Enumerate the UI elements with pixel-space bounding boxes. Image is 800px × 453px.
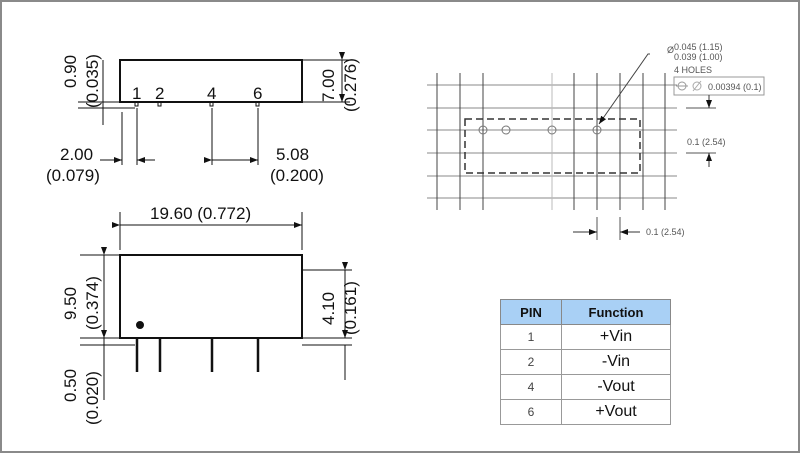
pcb-footprint-grid <box>427 53 765 240</box>
hole-diameter-min: 0.039 (1.00) <box>674 52 723 62</box>
pin-number: 4 <box>500 374 562 400</box>
pin-number: 2 <box>500 349 562 375</box>
hole-diameter-symbol: Ø <box>667 45 674 55</box>
dim-vertical-pitch: 0.1 (2.54) <box>687 137 726 147</box>
pin-label-2: 2 <box>155 84 164 103</box>
dim-body-mm: 4.10 <box>319 292 338 325</box>
dim-height-mm: 9.50 <box>61 287 80 320</box>
top-view <box>78 52 350 165</box>
dim-horizontal-pitch: 0.1 (2.54) <box>646 227 685 237</box>
dim-height-in: (0.374) <box>83 276 102 330</box>
table-row: 4-Vout <box>500 374 671 400</box>
table-row: 6+Vout <box>500 399 671 425</box>
side-view <box>80 212 352 400</box>
pin-function: +Vout <box>561 399 671 425</box>
dim-top-height-mm: 0.90 <box>61 55 80 88</box>
dim-top-height-in: (0.035) <box>83 54 102 108</box>
header-function: Function <box>561 299 671 325</box>
pin-function: -Vin <box>561 349 671 375</box>
dim-pitch2-mm: 5.08 <box>276 145 309 164</box>
pin-function: +Vin <box>561 324 671 350</box>
pin-number: 6 <box>500 399 562 425</box>
dim-pitch2-in: (0.200) <box>270 166 324 185</box>
dim-body-in: (0.161) <box>341 281 360 335</box>
pin-label-6: 6 <box>253 84 262 103</box>
dim-length: 19.60 (0.772) <box>150 204 251 223</box>
pin-label-4: 4 <box>207 84 216 103</box>
dim-width-in: (0.276) <box>341 58 360 112</box>
table-row: 2-Vin <box>500 349 671 375</box>
pin-number: 1 <box>500 324 562 350</box>
hole-diameter-max: 0.045 (1.15) <box>674 42 723 52</box>
pin-label-1: 1 <box>132 84 141 103</box>
dim-pitch1-in: (0.079) <box>46 166 100 185</box>
table-header-row: PIN Function <box>500 299 671 325</box>
dim-width-mm: 7.00 <box>319 69 338 102</box>
dim-pin-mm: 0.50 <box>61 369 80 402</box>
dim-pin-in: (0.020) <box>83 371 102 425</box>
pin-function-table: PIN Function 1+Vin 2-Vin 4-Vout 6+Vout <box>500 299 671 425</box>
hole-count: 4 HOLES <box>674 65 712 75</box>
table-row: 1+Vin <box>500 324 671 350</box>
position-tolerance: 0.00394 (0.1) <box>708 82 762 92</box>
header-pin: PIN <box>500 299 562 325</box>
pin-function: -Vout <box>561 374 671 400</box>
dim-pitch1-mm: 2.00 <box>60 145 93 164</box>
